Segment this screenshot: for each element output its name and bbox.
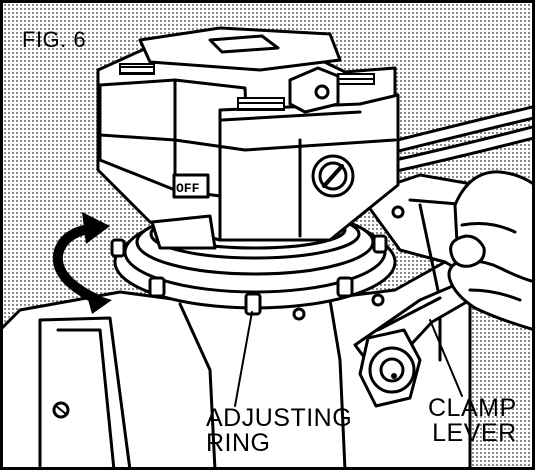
adjusting-ring-label: ADJUSTING RING [206, 406, 352, 456]
adjusting-ring-label-line2: RING [206, 429, 271, 457]
switch-panel: OFF [172, 173, 210, 199]
clamp-lever-leader [429, 319, 463, 397]
clamp-lever-label: CLAMP LEVER [428, 396, 517, 446]
rotation-arrow-icon [52, 212, 112, 314]
hand-icon [447, 170, 535, 332]
figure-number: FIG. 6 [22, 27, 87, 52]
adjusting-ring-leader [234, 311, 253, 407]
switch-marking: OFF [176, 181, 200, 196]
screw-icon [311, 154, 355, 198]
clamp-lever-label-line1: CLAMP [428, 394, 517, 422]
adjusting-ring-label-line1: ADJUSTING [206, 404, 353, 432]
clamp-lever-label-line2: LEVER [432, 419, 517, 447]
nut-icon [358, 328, 422, 408]
